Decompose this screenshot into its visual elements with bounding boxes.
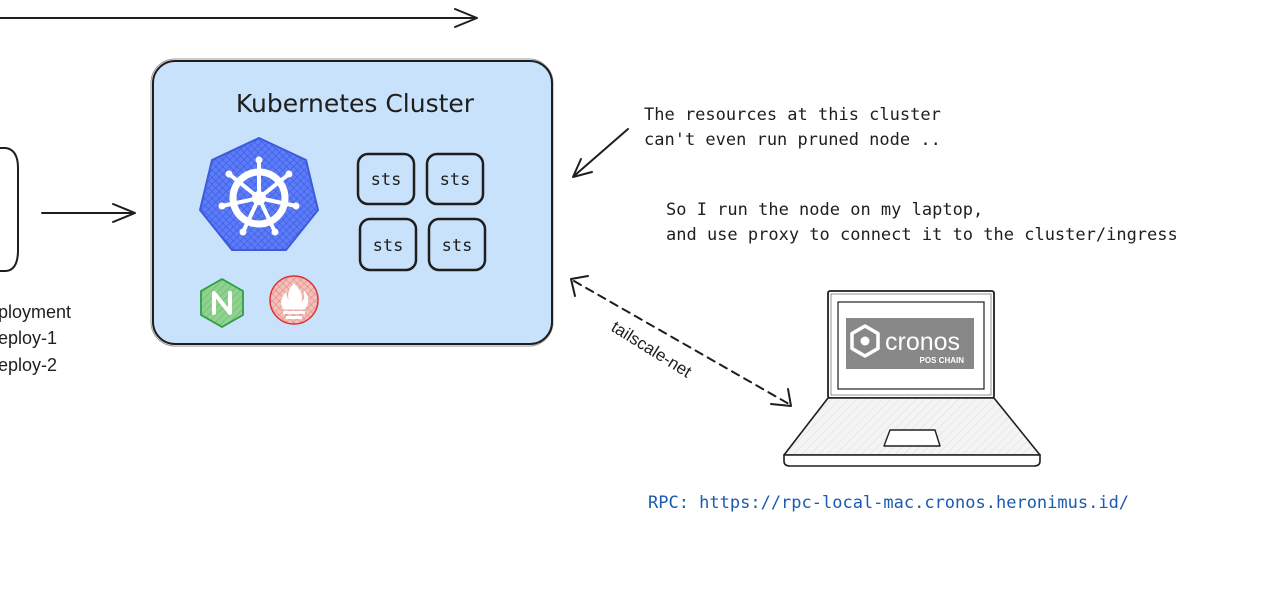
prometheus-icon [269, 275, 319, 325]
statefulset-label: sts [442, 236, 473, 256]
resources-note-line-2: can't even run pruned node .. [644, 130, 941, 150]
statefulset-label: sts [371, 170, 402, 190]
cronos-logo-icon [850, 324, 880, 358]
cronos-brand-name: cronos [885, 328, 960, 356]
kubernetes-cluster-box: Kubernetes Cluster [150, 58, 554, 347]
cronos-brand-subtitle: POS CHAIN [920, 356, 965, 365]
statefulset-label: sts [440, 170, 471, 190]
statefulset-box: sts [425, 152, 485, 206]
tailscale-connection [570, 275, 792, 407]
statefulset-box: sts [427, 217, 487, 272]
statefulset-box: sts [356, 152, 416, 206]
kubernetes-icon [199, 137, 319, 251]
deploy-1-label: eploy-1 [0, 328, 57, 348]
deployment-label: ployment [0, 302, 71, 322]
cluster-title: Kubernetes Cluster [236, 89, 475, 118]
deployment-box [0, 147, 19, 272]
laptop-icon: cronos POS CHAIN [783, 290, 1041, 467]
tailscale-net-label: tailscale-net [608, 317, 695, 381]
note-arrow [572, 128, 629, 178]
top-arrow [0, 8, 478, 28]
proxy-note-line-1: So I run the node on my laptop, [666, 200, 983, 220]
statefulset-label: sts [373, 236, 404, 256]
proxy-note-line-2: and use proxy to connect it to the clust… [666, 225, 1178, 245]
statefulset-box: sts [358, 217, 418, 272]
rpc-endpoint-label: RPC: https://rpc-local-mac.cronos.heroni… [648, 493, 1129, 513]
deployment-to-cluster-arrow [41, 203, 136, 223]
nginx-icon [200, 278, 244, 328]
deploy-2-label: eploy-2 [0, 355, 57, 375]
resources-note-line-1: The resources at this cluster [644, 105, 941, 125]
